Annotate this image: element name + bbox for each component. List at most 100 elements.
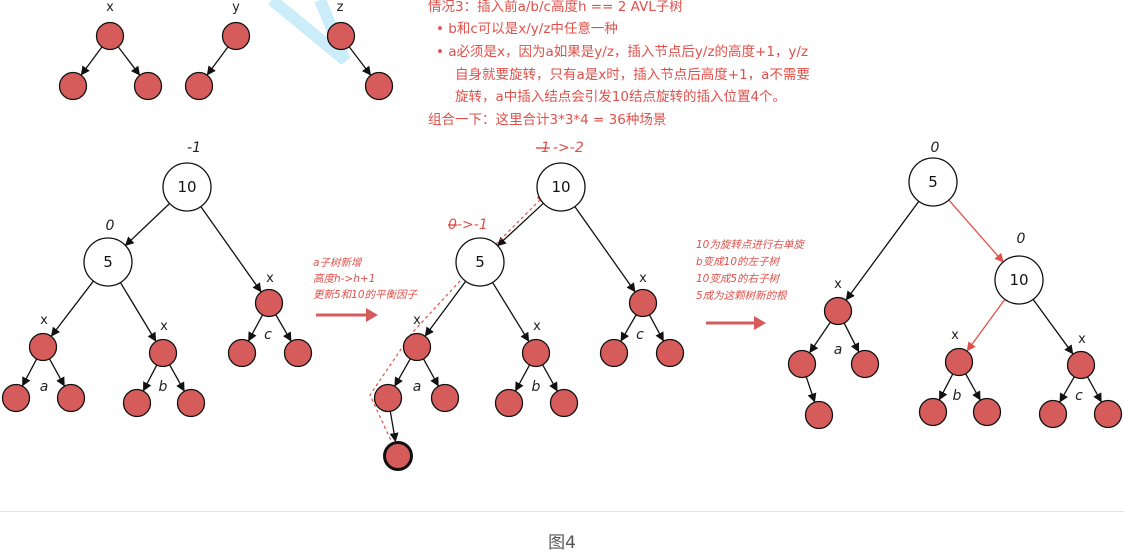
top-x-edge-right <box>117 45 141 76</box>
tree1-edge-root-child <box>124 203 171 247</box>
tree3-child-bf: 0 <box>1017 231 1026 247</box>
tree1-b-edge-left <box>142 364 158 392</box>
tree1-root-node <box>162 162 212 212</box>
tree2-edge-child-b <box>492 282 530 342</box>
transition-arrow-2-head <box>754 316 766 330</box>
tree2-edge-root-c <box>574 206 636 293</box>
tree2-root-node-key: 10 <box>551 178 570 196</box>
top-x-edge-left <box>80 46 103 76</box>
tree2-root-bf-old: -1 <box>536 140 550 156</box>
tree3-edge-child-c <box>1032 299 1074 355</box>
tree3-edge-child-b <box>966 298 1006 352</box>
tree1-label-x-b: x <box>160 319 168 334</box>
tree1-root-node-key: 10 <box>177 178 196 196</box>
tree3-b-edge-left <box>938 373 954 401</box>
tree1-child-node-key: 5 <box>103 253 113 271</box>
tree2-child-node <box>455 237 505 287</box>
tree1-label-x-a: x <box>40 313 48 328</box>
tree1-child-node <box>83 237 133 287</box>
desc-line-6: 组合一下：这里合计3*3*4 = 36种场景 <box>428 111 666 128</box>
tree1-child-bf: 0 <box>106 218 115 234</box>
tree1-c-left <box>227 338 257 368</box>
arrow2-note-1: 10为旋转点进行右单旋 <box>696 239 805 251</box>
top-y-edge-left <box>206 46 229 76</box>
tree3-child-node <box>994 255 1044 305</box>
tree2-a-right <box>430 383 460 413</box>
arrow1-note-2: 高度h->h+1 <box>313 273 375 285</box>
tree2-b-right <box>549 388 579 418</box>
tree2-root-bf-new: ->-2 <box>553 140 584 156</box>
transition-arrow-1-head <box>366 308 378 322</box>
tree1-label-c: c <box>264 327 272 343</box>
arrow1-note-3: 更新5和10的平衡因子 <box>313 289 419 301</box>
tree1-label-a: a <box>40 379 49 395</box>
top-z-right <box>364 71 394 101</box>
tree1-label-x-c: x <box>266 271 274 286</box>
tree2-edge-root-child <box>496 202 544 247</box>
tree1-c-edge-left <box>248 314 264 342</box>
tree2-b-edge-left <box>515 364 531 392</box>
tree3-b-root <box>944 347 974 377</box>
tree2-edge-new <box>389 410 399 443</box>
desc-line-3: • a必须是x，因为a如果是y/z，插入节点后y/z的高度+1，y/z <box>436 43 808 60</box>
tree1-a-left <box>1 383 31 413</box>
tree3-c-left <box>1038 399 1068 429</box>
tree2-root-node <box>536 162 586 212</box>
tree2-c-root <box>628 288 658 318</box>
top-x-root <box>95 21 125 51</box>
tree3-label-x-b: x <box>951 328 959 343</box>
tree2-b-root <box>521 338 551 368</box>
tree1-c-edge-right <box>274 313 292 342</box>
tree2-label-a: a <box>413 379 422 395</box>
tree1-b-left <box>122 388 152 418</box>
tree2-child-node-key: 5 <box>475 253 485 271</box>
tree2-label-x-a: x <box>413 313 421 328</box>
tree2-a-edge-left <box>394 357 412 387</box>
tree1-b-root <box>148 338 178 368</box>
tree2-a-left <box>373 383 403 413</box>
tree2-label-x-b: x <box>533 319 541 334</box>
tree3-label-x-c: x <box>1078 332 1086 347</box>
tree3-label-b: b <box>953 388 962 404</box>
top-y-root <box>221 21 251 51</box>
tree2-c-right <box>655 338 685 368</box>
figure-caption: 图4 <box>548 533 576 553</box>
tree1-edge-child-b <box>119 282 157 342</box>
tree3-a-root <box>823 296 853 326</box>
tree3-edge-root-a <box>845 200 920 301</box>
tree3-b-left <box>918 397 948 427</box>
tree2-c-edge-right <box>648 314 664 342</box>
arrow2-note-4: 5成为这颗树新的根 <box>696 290 788 302</box>
tree3-label-a: a <box>834 342 843 358</box>
tree1-a-root <box>28 332 58 362</box>
tree3-label-c: c <box>1075 388 1083 404</box>
tree3-root-node <box>908 157 958 207</box>
tree3-root-bf: 0 <box>931 140 940 156</box>
watermark-stroke <box>268 0 351 65</box>
top-x-left <box>58 71 88 101</box>
tree3-a-edge-leaf <box>805 376 817 403</box>
tree1-b-edge-right <box>168 364 185 392</box>
tree2-edge-child-a <box>424 280 467 337</box>
tree3-c-right <box>1093 399 1123 429</box>
tree3-label-x-a: x <box>834 277 842 292</box>
arrow1-note-1: a子树新增 <box>313 257 363 269</box>
tree1-edge-root-c <box>200 206 262 293</box>
desc-line-1: 情况3：插入前a/b/c高度h == 2 AVL子树 <box>428 0 683 15</box>
tree2-label-x-c: x <box>639 271 647 286</box>
desc-line-4: 自身就要旋转，只有a是x时，插入节点后高度+1，a不需要 <box>455 66 810 83</box>
tree2-a-edge-right <box>422 358 439 387</box>
tree1-a-right <box>56 383 86 413</box>
tree2-new-node <box>383 441 413 471</box>
tree3-b-right <box>972 397 1002 427</box>
tree3-c-edge-left <box>1059 375 1076 403</box>
top-z-root <box>326 21 356 51</box>
top-label-x: x <box>106 0 114 15</box>
tree3-b-edge-right <box>964 373 981 401</box>
tree1-b-right <box>176 388 206 418</box>
tree3-c-edge-right <box>1086 376 1102 403</box>
top-label-y: y <box>232 0 240 15</box>
tree2-label-b: b <box>532 379 541 395</box>
tree2-b-edge-right <box>541 364 558 392</box>
tree1-a-edge-left <box>21 358 38 387</box>
